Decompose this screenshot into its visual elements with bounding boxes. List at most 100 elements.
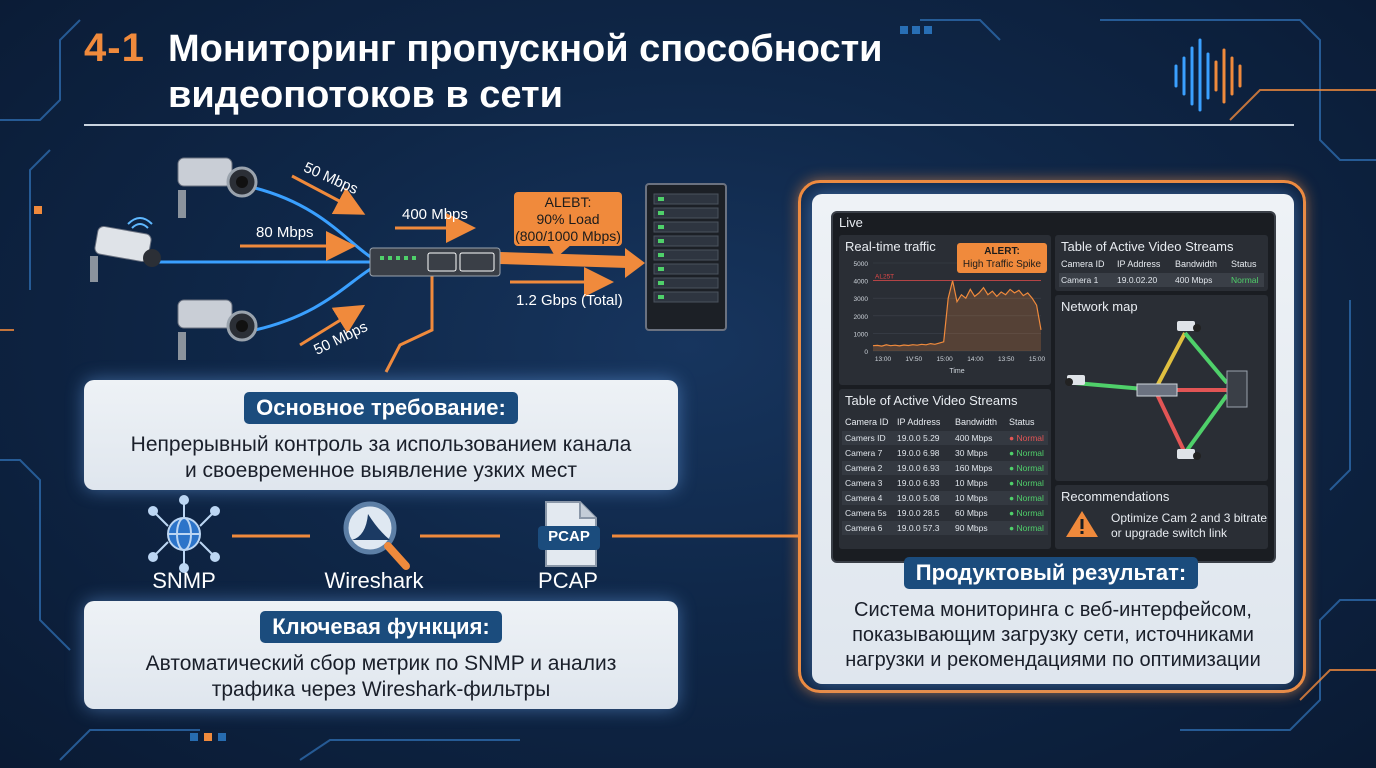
camera-icon <box>1177 449 1201 460</box>
tool-label-pcap: PCAP <box>538 568 598 593</box>
top-col-bandwidth: Bandwidth <box>1175 259 1218 269</box>
flow-arrow-bottom <box>299 304 366 347</box>
flow-arrow-top <box>291 174 366 215</box>
requirement-line-2: и своевременное выявление узких мест <box>184 459 578 482</box>
stream-status-text: Normal <box>1016 523 1044 533</box>
streams-col-bandwidth: Bandwidth <box>955 417 998 427</box>
x-tick-label: 13:00 <box>875 356 892 363</box>
streams-col-status: Status <box>1009 417 1035 427</box>
page-title: Мониторинг пропускной способности видеоп… <box>168 26 928 118</box>
stream-ip: 19.0.0 28.5 <box>897 508 940 518</box>
tool-label-wireshark: Wireshark <box>324 568 424 593</box>
stream-status-text: Normal <box>1016 508 1044 518</box>
stream-camera: Camera 4 <box>845 493 883 503</box>
link-label-switch: 400 Mbps <box>402 206 468 223</box>
stream-camera: Camera 2 <box>845 463 883 473</box>
recommendation-text: Optimize Cam 2 and 3 bitrate or upgrade … <box>1111 511 1267 541</box>
stream-status-text: Normal <box>1016 463 1044 473</box>
camera-icon <box>90 225 161 282</box>
table-row <box>842 491 1048 505</box>
traffic-alert: ALERT: High Traffic Spike <box>957 243 1047 273</box>
requirement-line-1: Непрерывный контроль за использованием к… <box>130 433 632 456</box>
stream-status-text: Normal <box>1016 493 1044 503</box>
camera-icon <box>177 157 258 218</box>
result-line-3: нагрузки и рекомендациями по оптимизации <box>845 649 1261 671</box>
stream-camera: Camera 7 <box>845 448 883 458</box>
result-line-1: Система мониторинга с веб-интерфейсом, <box>854 599 1252 621</box>
audio-wave-icon <box>1174 38 1242 112</box>
y-tick-label: 0 <box>864 349 868 356</box>
alert-line-3: (800/1000 Mbps) <box>515 228 621 244</box>
x-axis-title: Time <box>949 368 964 375</box>
link-label-total: 1.2 Gbps (Total) <box>516 292 623 309</box>
x-tick-label: 15:00 <box>1029 356 1046 363</box>
traffic-alert-text: High Traffic Spike <box>962 259 1042 270</box>
camera-icon <box>177 299 258 360</box>
stream-status-text: Normal <box>1016 433 1044 443</box>
live-label: Live <box>839 215 863 230</box>
network-map-title: Network map <box>1061 299 1138 314</box>
traffic-area <box>873 280 1041 351</box>
alert-pointer <box>548 244 572 258</box>
table-row <box>1059 273 1264 287</box>
stream-ip: 19.0.0 6.93 <box>897 463 940 473</box>
stream-status: ● Normal <box>1009 523 1044 533</box>
result-line-2: показывающим загрузку сети, источниками <box>852 624 1254 646</box>
server-rack-icon <box>1226 370 1248 408</box>
stream-ip: 19.0.0 6.98 <box>897 448 940 458</box>
network-map-panel: Network map <box>1055 295 1268 481</box>
key-function-card: Ключевая функция: Автоматический сбор ме… <box>84 601 678 709</box>
stream-ip: 19.0.0 6.93 <box>897 478 940 488</box>
stream-ip: 19.0.0 5.29 <box>897 433 940 443</box>
wifi-icon <box>127 217 153 229</box>
recommendations-title: Recommendations <box>1061 489 1170 504</box>
stream-status: ● Normal <box>1009 448 1044 458</box>
warning-icon <box>1066 511 1098 537</box>
top-row-bandwidth: 400 Mbps <box>1175 275 1213 285</box>
traffic-title: Real-time traffic <box>845 239 936 254</box>
server-rack-icon <box>645 183 727 331</box>
traffic-line <box>872 280 1042 347</box>
stream-ip: 19.0.0 57.3 <box>897 523 940 533</box>
network-switch-icon <box>369 247 501 277</box>
top-col-status: Status <box>1231 259 1257 269</box>
tools-row <box>148 495 800 573</box>
status-dot: ● <box>1009 448 1017 458</box>
stream-status: ● Normal <box>1009 493 1044 503</box>
alert-line-1: ALEBT: <box>544 194 592 210</box>
requirement-heading: Основное требование: <box>244 392 518 424</box>
y-tick-label: 3000 <box>854 296 869 303</box>
table-row <box>842 461 1048 475</box>
top-row-camera: Camera 1 <box>1061 275 1099 285</box>
pcap-file-icon <box>538 501 600 567</box>
title-line-1: Мониторинг пропускной способности <box>168 28 883 70</box>
y-tick-label: 1000 <box>854 331 869 338</box>
x-tick-label: 1V:50 <box>905 356 922 363</box>
table-row <box>842 521 1048 535</box>
stream-status-text: Normal <box>1016 448 1044 458</box>
stream-status: ● Normal <box>1009 433 1044 443</box>
link-label-mid: 80 Mbps <box>256 224 314 241</box>
stream-camera: Camera 5s <box>845 508 887 518</box>
top-row-status: Normal <box>1231 275 1259 285</box>
link-cam-top <box>254 186 373 260</box>
top-streams-title: Table of Active Video Streams <box>1061 239 1234 254</box>
result-heading: Продуктовый результат: <box>903 557 1199 589</box>
streams-col-camera: Camera ID <box>845 417 889 427</box>
camera-icon <box>1065 375 1085 386</box>
y-tick-label: 2000 <box>854 314 869 321</box>
recommendation-line-1: Optimize Cam 2 and 3 bitrate <box>1111 511 1268 525</box>
network-diagram <box>90 157 727 373</box>
network-switch-icon <box>1136 383 1178 397</box>
key-function-line-2: трафика через Wireshark-фильтры <box>211 678 551 701</box>
status-dot: ● <box>1009 478 1017 488</box>
stream-status: ● Normal <box>1009 463 1044 473</box>
stream-status: ● Normal <box>1009 508 1044 518</box>
status-dot: ● <box>1009 493 1017 503</box>
key-function-line-1: Автоматический сбор метрик по SNMP и ана… <box>145 652 617 675</box>
dashboard-screen: Live Real-time traffic 0 1000 2000 3000 4000… <box>831 211 1276 563</box>
network-globe-icon <box>148 495 220 573</box>
y-tick-label: 4000 <box>854 279 869 286</box>
x-tick-label: 14:00 <box>967 356 984 363</box>
